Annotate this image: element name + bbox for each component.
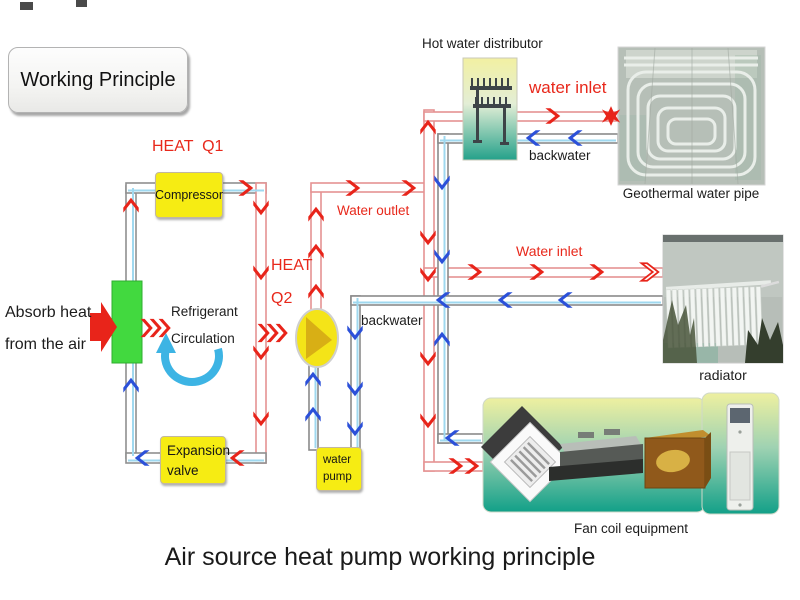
evaporator-block	[111, 280, 143, 364]
horizontal-unit-icon	[644, 430, 711, 489]
water-pump-label-line1: water	[323, 454, 352, 466]
heat-q1-label: HEAT Q1	[152, 138, 224, 155]
refrigerant-circulation-arc-icon	[156, 333, 223, 386]
floor-unit-icon	[726, 403, 754, 511]
absorb-heat-label-line1: Absorb heat	[5, 304, 92, 321]
compressor-label: Compressor	[154, 188, 224, 202]
water-inlet-top-label: water inlet	[529, 78, 607, 97]
hot-water-distributor-image	[462, 57, 518, 161]
fan-coil-label: Fan coil equipment	[573, 521, 689, 536]
expansion-valve-label-line1: Expansion	[167, 443, 231, 458]
absorb-heat-label-line2: from the air	[5, 336, 86, 353]
backwater-top-label: backwater	[529, 148, 591, 163]
expansion-valve-box: Expansion valve	[160, 436, 231, 484]
radiator-image	[662, 234, 784, 364]
compressor-box: Compressor	[155, 172, 223, 218]
cassette-unit-icon	[480, 405, 571, 503]
heat-q2-label-line1: HEAT	[271, 257, 313, 274]
geothermal-pipe-image	[617, 46, 766, 186]
condenser-heat-exchanger	[295, 308, 339, 368]
diagram-caption: Air source heat pump working principle	[164, 543, 596, 571]
refrigerant-label-line2: Circulation	[171, 331, 235, 346]
water-outlet-label: Water outlet	[337, 203, 410, 218]
working-principle-title-box: Working Principle	[8, 47, 188, 113]
radiator-label: radiator	[699, 367, 747, 383]
hot-water-distributor-label: Hot water distributor	[422, 36, 543, 51]
water-inlet-mid-label: Water inlet	[516, 243, 583, 259]
refrigerant-label-line1: Refrigerant	[171, 304, 238, 319]
water-pump-box: water pump	[316, 447, 362, 491]
fan-coil-equipment-image	[480, 392, 780, 515]
heat-q2-label-line2: Q2	[271, 290, 293, 307]
water-pump-label-line2: pump	[323, 471, 352, 483]
absorb-heat-arrow-icon	[90, 302, 117, 352]
scan-artifacts	[20, 0, 87, 10]
expansion-valve-label-line2: valve	[167, 463, 199, 478]
backwater-mid-label: backwater	[361, 313, 423, 328]
geothermal-label: Geothermal water pipe	[622, 186, 760, 201]
ducted-unit-icon	[549, 429, 643, 481]
